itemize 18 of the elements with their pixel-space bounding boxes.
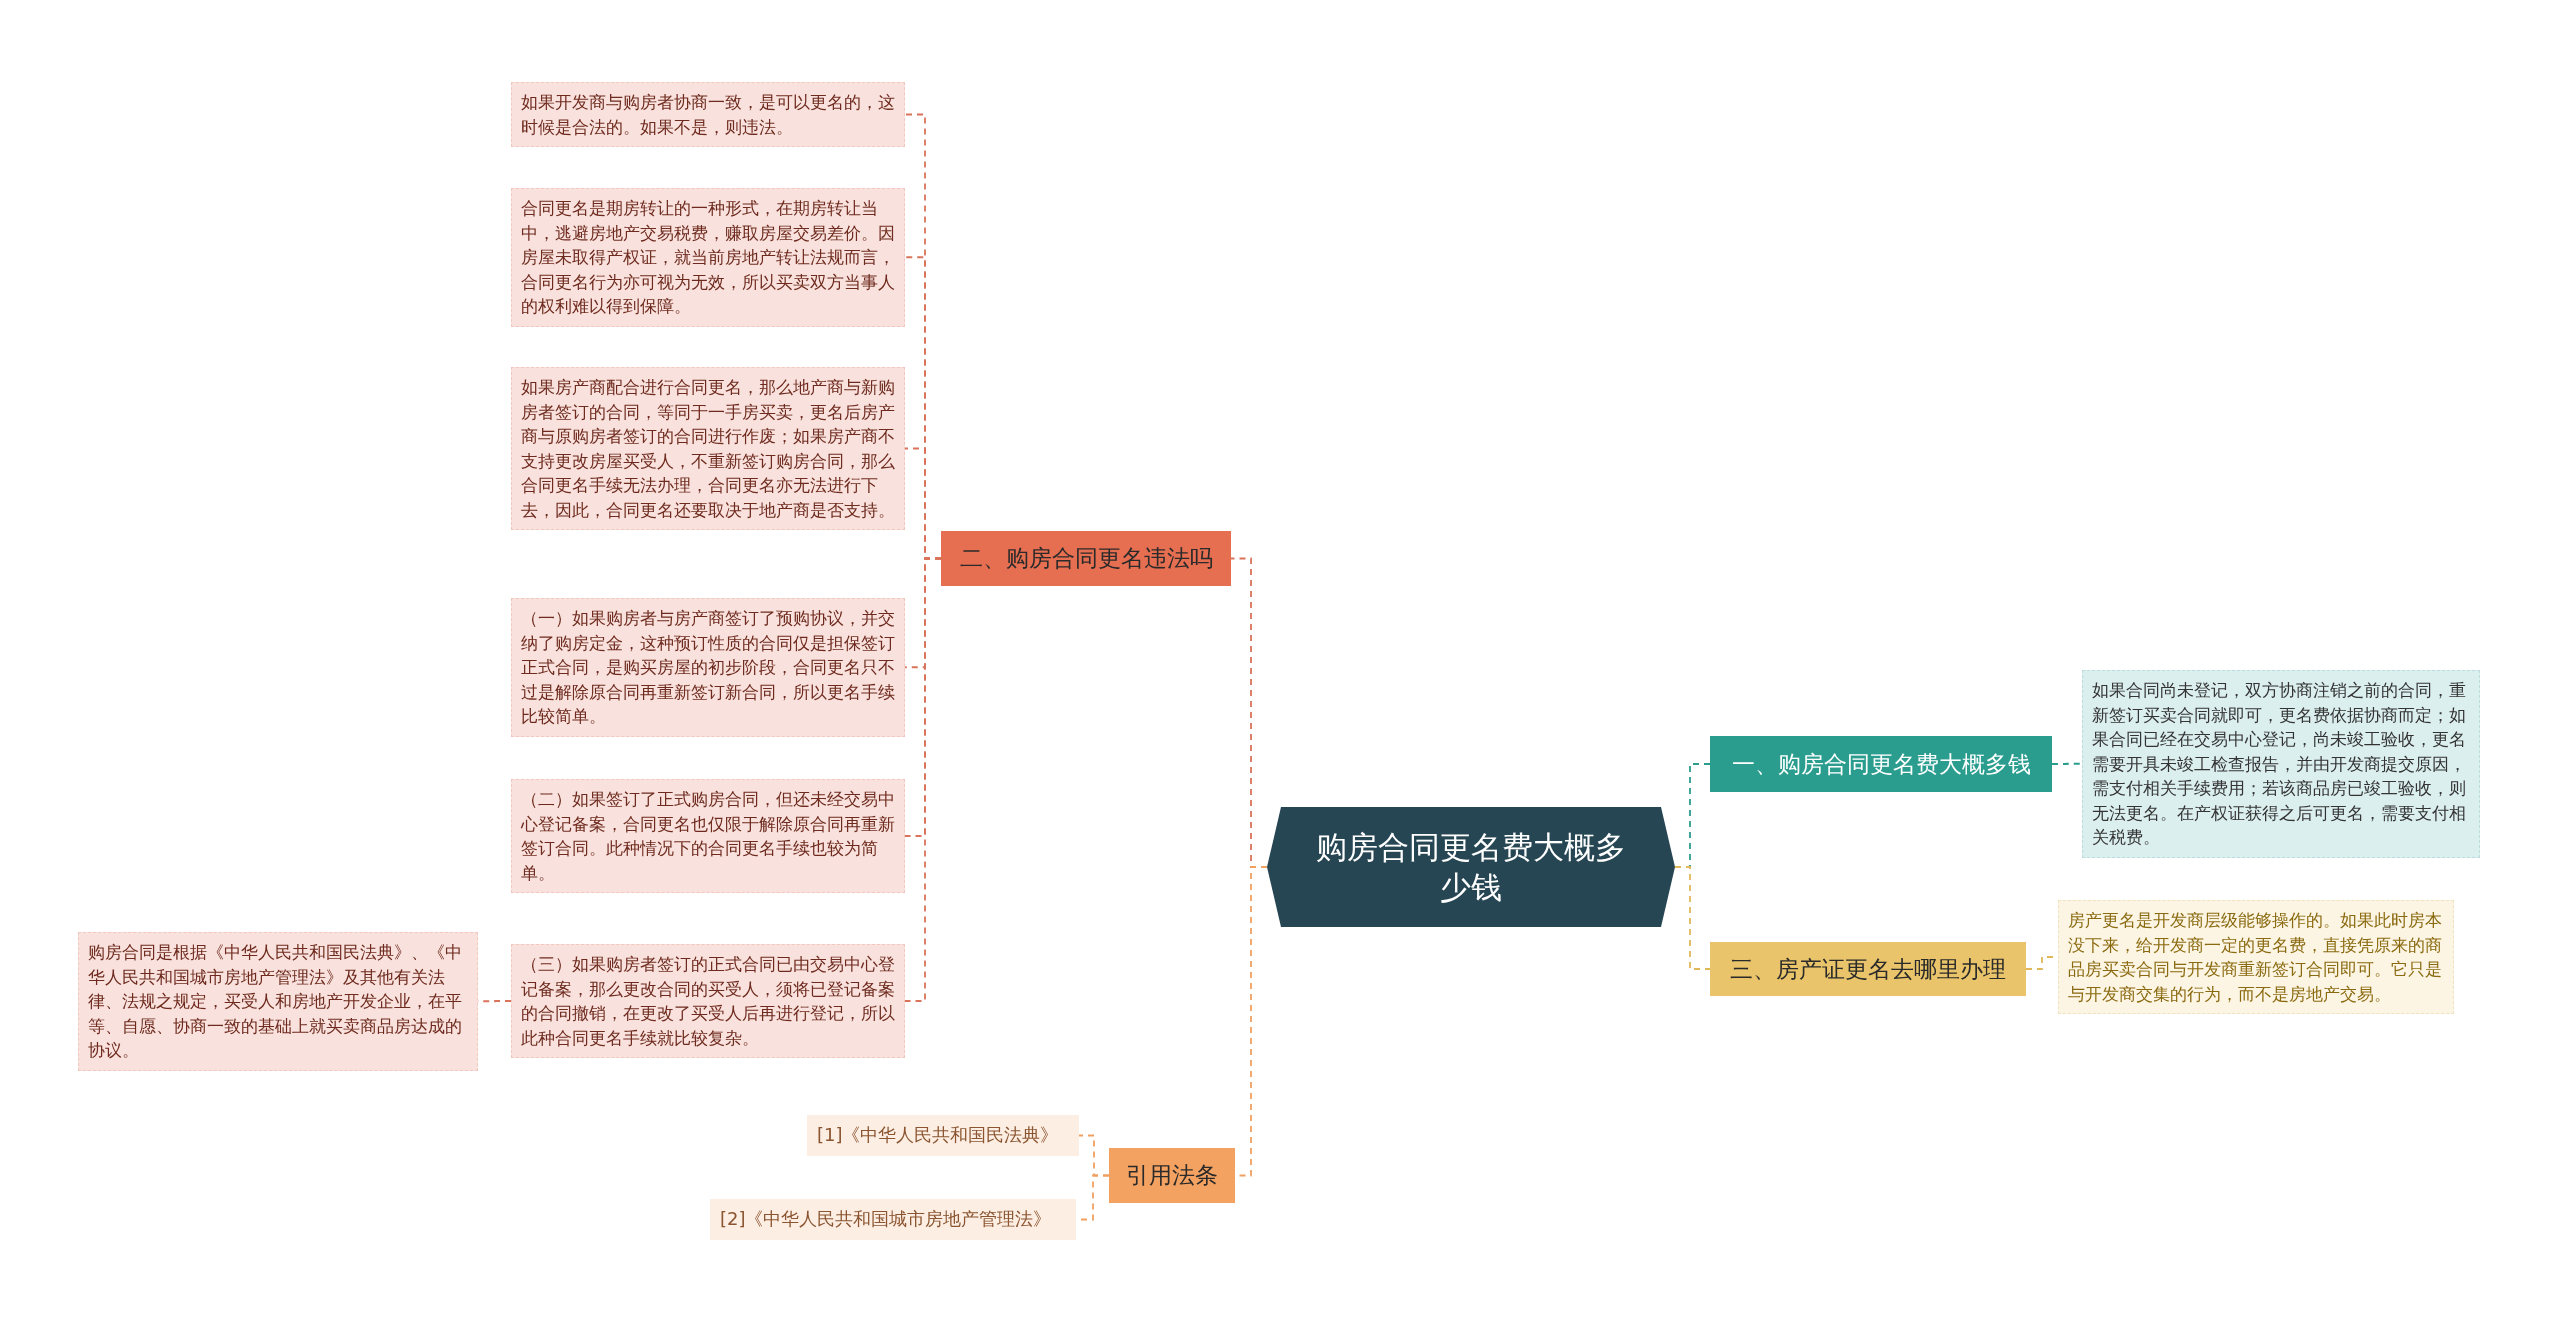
branch-box: 引用法条 bbox=[1109, 1148, 1235, 1203]
branch-box: 二、购房合同更名违法吗 bbox=[941, 531, 1231, 586]
note-box: 如果合同尚未登记，双方协商注销之前的合同，重新签订买卖合同就即可，更名费依据协商而定；如果合同已经在交易中心登记，尚未竣工验收，更名需要开具未竣工检查报告，并由开发商提交原因，需支付相关手续费用；若该商品房已竣工验收，则无法更名。在产权证获得之后可更名，需要支付相关税费。 bbox=[2082, 670, 2480, 858]
branch-box: 一、购房合同更名费大概多钱 bbox=[1710, 736, 2052, 792]
note-box: （三）如果购房者签订的正式合同已由交易中心登记备案，那么更改合同的买受人，须将已登记备案的合同撤销，在更改了买受人后再进行登记，所以此种合同更名手续就比较复杂。 bbox=[511, 944, 905, 1058]
topic-hexagon: 购房合同更名费大概多少钱 bbox=[1267, 807, 1675, 927]
connector bbox=[1674, 866, 1711, 970]
reference-box: [1]《中华人民共和国民法典》 bbox=[807, 1115, 1079, 1156]
note-box: （二）如果签订了正式购房合同，但还未经交易中心登记备案，合同更名也仅限于解除原合同再重新签订合同。此种情况下的合同更名手续也较为简单。 bbox=[511, 779, 905, 893]
note-box: （一）如果购房者与房产商签订了预购协议，并交纳了购房定金，这种预订性质的合同仅是担保签订正式合同，是购买房屋的初步阶段，合同更名只不过是解除原合同再重新签订新合同，所以更名手续比较简单。 bbox=[511, 598, 905, 737]
reference-box: [2]《中华人民共和国城市房地产管理法》 bbox=[710, 1199, 1076, 1240]
note-box: 合同更名是期房转让的一种形式，在期房转让当中，逃避房地产交易税费，赚取房屋交易差价。因房屋未取得产权证，就当前房地产转让法规而言，合同更名行为亦可视为无效，所以买卖双方当事人的权利难以得到保障。 bbox=[511, 188, 905, 327]
note-box: 购房合同是根据《中华人民共和国民法典》、《中华人民共和国城市房地产管理法》及其他有关法律、法规之规定，买受人和房地产开发企业，在平等、自愿、协商一致的基础上就买卖商品房达成的协议。 bbox=[78, 932, 478, 1071]
connector bbox=[2051, 762, 2083, 765]
note-box: 如果开发商与购房者协商一致，是可以更名的，这时候是合法的。如果不是，则违法。 bbox=[511, 82, 905, 147]
note-box: 房产更名是开发商层级能够操作的。如果此时房本没下来，给开发商一定的更名费，直接凭原来的商品房买卖合同与开发商重新签订合同即可。它只是与开发商交集的行为，而不是房地产交易。 bbox=[2058, 900, 2454, 1014]
note-box: 如果房产商配合进行合同更名，那么地产商与新购房者签订的合同，等同于一手房买卖，更名后房产商与原购房者签订的合同进行作废；如果房产商不支持更改房屋买受人，不重新签订购房合同，那么合同更名手续无法办理，合同更名亦无法进行下去，因此，合同更名还要取决于地产商是否支持。 bbox=[511, 367, 905, 530]
branch-box: 三、房产证更名去哪里办理 bbox=[1710, 942, 2026, 996]
